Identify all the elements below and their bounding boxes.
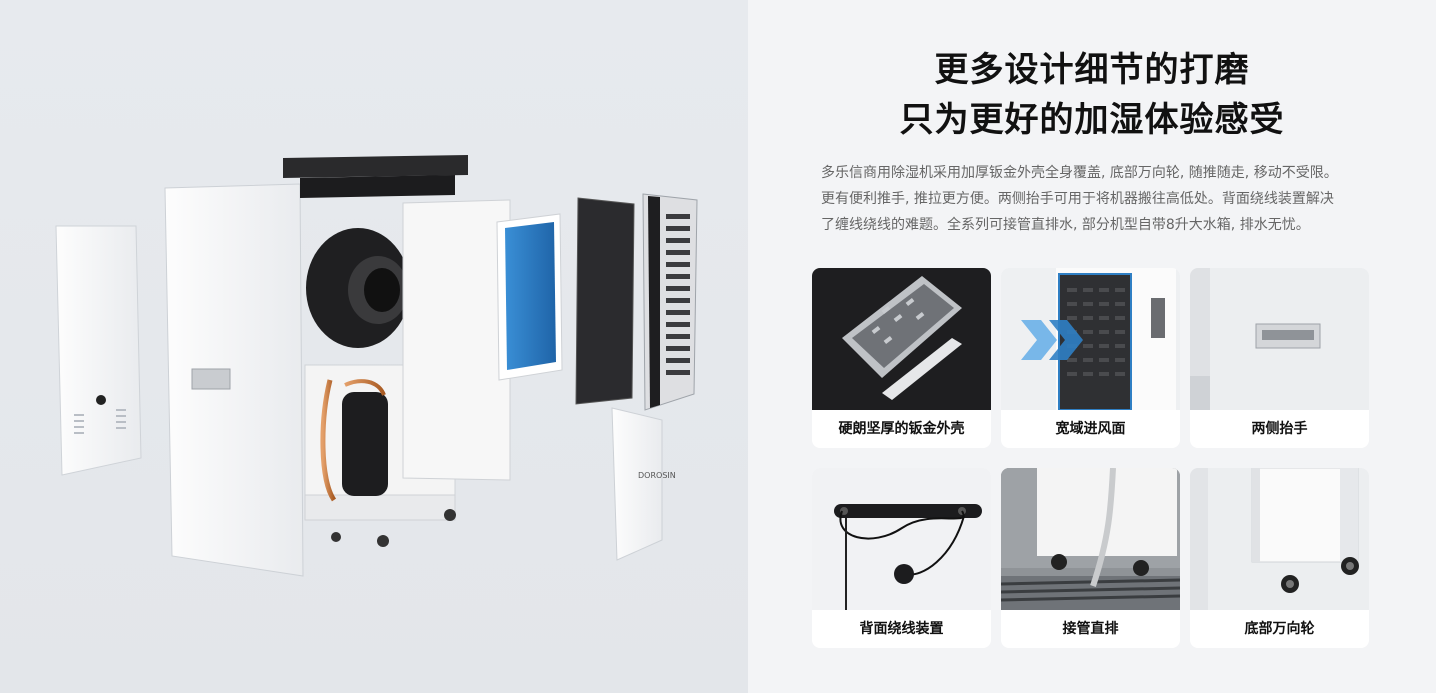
feature-label: 背面绕线装置 (859, 621, 944, 637)
feature-label: 硬朗坚厚的钣金外壳 (838, 421, 965, 437)
dorosin-logo: DOROSIN (638, 471, 676, 480)
page-title-line2: 只为更好的加湿体验感受 (899, 100, 1285, 140)
perforated-grille (642, 193, 698, 411)
description-text: 多乐信商用除湿机采用加厚钣金外壳全身覆盖, 底部万向轮, 随推随走, 移动不受限… (821, 160, 1381, 238)
sheet-metal-panel-icon (812, 268, 991, 410)
dark-filter-panel (575, 197, 635, 405)
description-line: 了缠线绕线的难题。全系列可接管直排水, 部分机型自带8升大水箱, 排水无忧。 (821, 217, 1310, 233)
air-intake-icon (1001, 268, 1180, 410)
feature-label: 底部万向轮 (1244, 621, 1315, 637)
compressor (320, 379, 388, 502)
blower-fan (306, 228, 410, 348)
details-panel: 更多设计细节的打磨 只为更好的加湿体验感受 多乐信商用除湿机采用加厚钣金外壳全身… (748, 0, 1436, 693)
feature-card-side-handle: 两侧抬手 (1190, 268, 1369, 448)
blue-filter (496, 213, 563, 381)
exploded-view-panel: DOROSIN (0, 0, 748, 693)
feature-card-air-intake: 宽域进风面 (1001, 268, 1180, 448)
side-panel-left (55, 225, 142, 476)
feature-card-sheet-metal: 硬朗坚厚的钣金外壳 (812, 268, 991, 448)
feature-label: 两侧抬手 (1251, 421, 1308, 437)
caster-wheel-icon (1190, 468, 1369, 610)
cord-wrap-icon (812, 468, 991, 610)
feature-card-drain-hose: 接管直排 (1001, 468, 1180, 648)
description-line: 多乐信商用除湿机采用加厚钣金外壳全身覆盖, 底部万向轮, 随推随走, 移动不受限… (821, 165, 1338, 181)
drain-hose-icon (1001, 468, 1180, 610)
feature-label: 宽域进风面 (1055, 421, 1126, 437)
rear-side-panel: DOROSIN (611, 407, 676, 561)
coil-housing (402, 199, 511, 481)
feature-label: 接管直排 (1062, 621, 1119, 637)
feature-card-caster-wheel: 底部万向轮 (1190, 468, 1369, 648)
description-line: 更有便利推手, 推拉更方便。两侧抬手可用于将机器搬往高低处。背面绕线装置解决 (821, 191, 1334, 207)
top-cover (283, 155, 468, 198)
side-handle-icon (1190, 268, 1369, 410)
exploded-dehumidifier-illustration: DOROSIN (55, 155, 698, 577)
feature-card-cord-wrap: 背面绕线装置 (812, 468, 991, 648)
front-panel (164, 183, 304, 577)
page-title-line1: 更多设计细节的打磨 (934, 50, 1250, 90)
